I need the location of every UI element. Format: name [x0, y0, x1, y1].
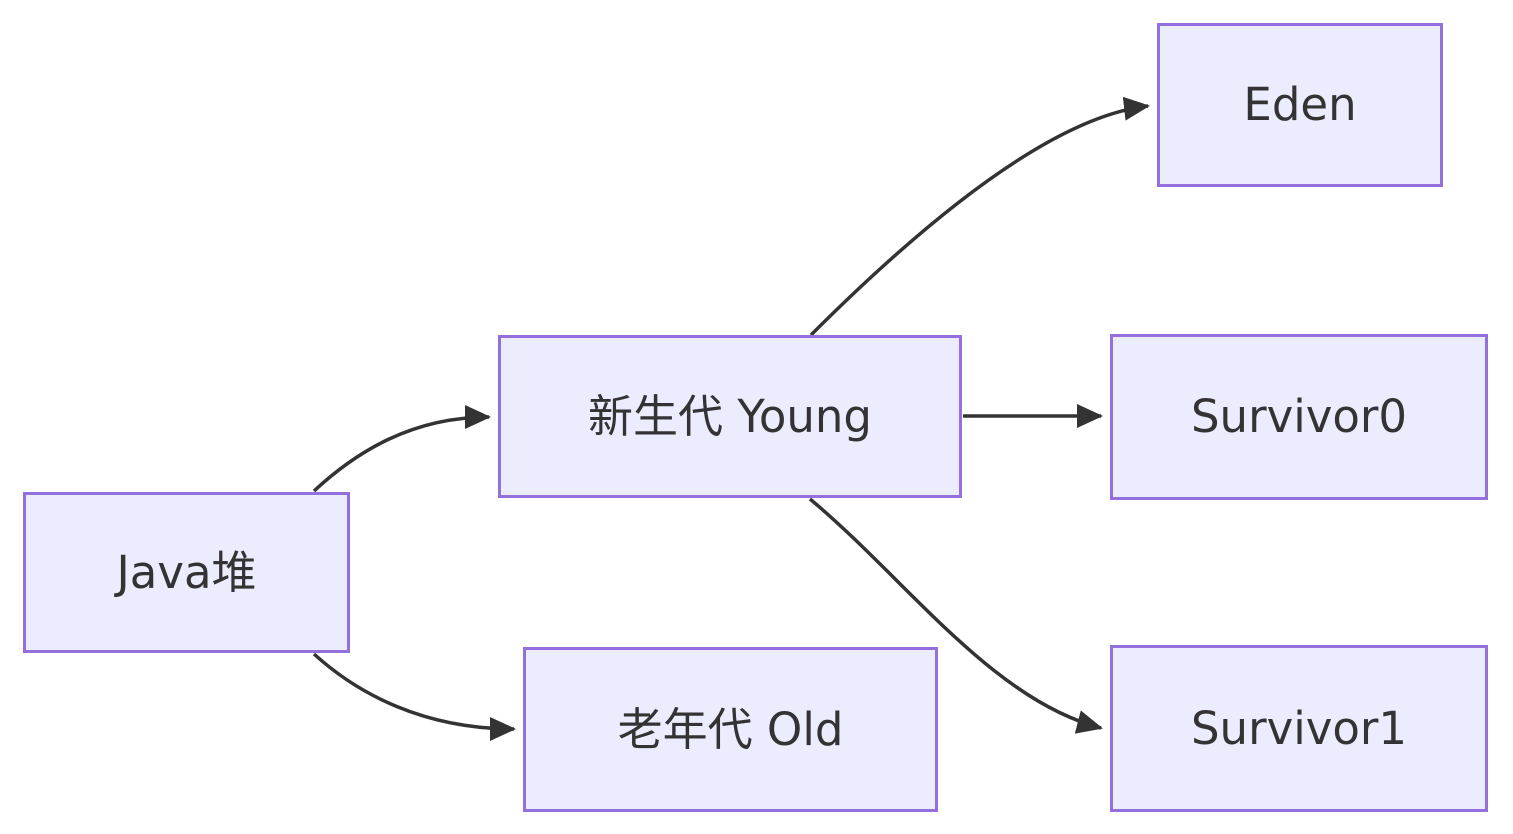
node-eden: Eden	[1157, 23, 1443, 187]
edge-java-heap-to-old	[312, 652, 516, 741]
node-label-young: 新生代 Young	[588, 389, 872, 443]
node-java-heap: Java堆	[23, 492, 350, 653]
node-survivor1: Survivor1	[1110, 645, 1488, 812]
node-label-old: 老年代 Old	[617, 702, 844, 756]
edge-young-to-eden	[809, 96, 1150, 337]
node-old: 老年代 Old	[523, 647, 938, 812]
node-survivor0: Survivor0	[1110, 334, 1488, 500]
node-label-java-heap: Java堆	[116, 545, 257, 599]
node-label-survivor1: Survivor1	[1190, 701, 1407, 755]
edge-young-to-survivor1	[808, 497, 1103, 734]
node-label-survivor0: Survivor0	[1190, 390, 1407, 443]
node-young: 新生代 Young	[498, 335, 962, 498]
edge-java-heap-to-young	[312, 405, 491, 493]
node-label-eden: Eden	[1243, 78, 1357, 131]
